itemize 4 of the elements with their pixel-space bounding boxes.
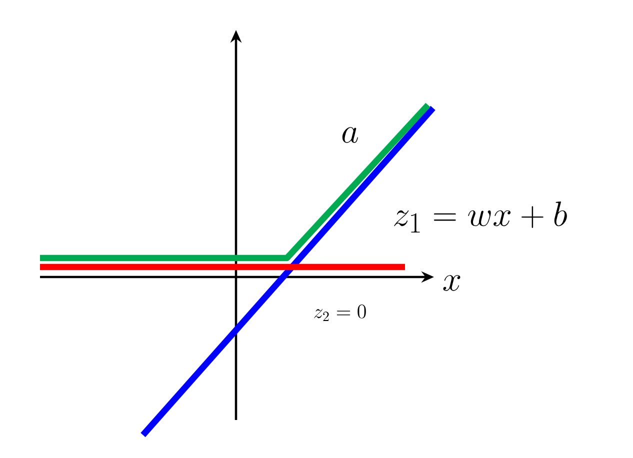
line-label: $z_2 =0$ xyxy=(314,304,366,322)
line-label: $z_1 = wx + b$ xyxy=(394,202,567,233)
axis-label: $x$ xyxy=(443,275,460,291)
line-label: $a$ xyxy=(342,127,358,143)
